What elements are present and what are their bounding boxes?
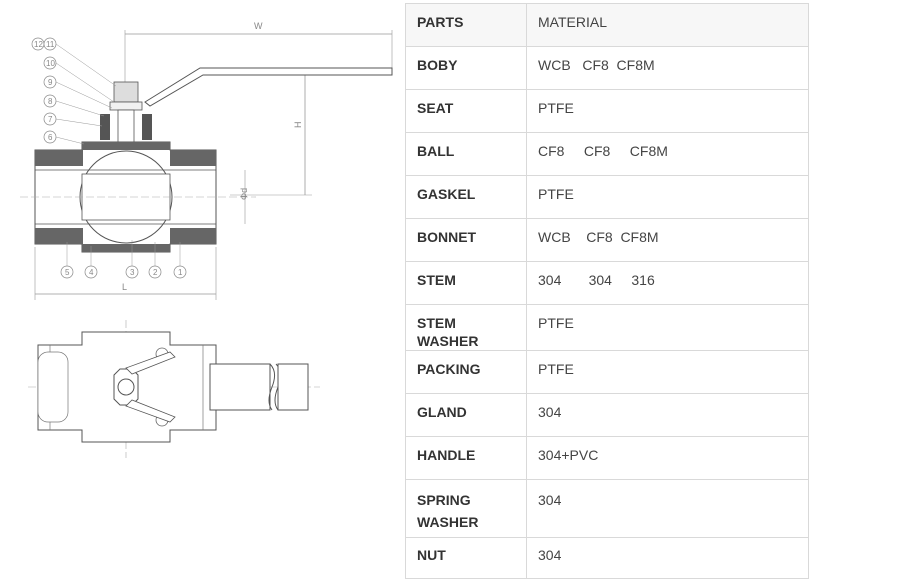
callout-5: 5 [65, 268, 70, 277]
bonnet-left [100, 114, 110, 140]
handle-lever [144, 67, 393, 107]
part-name: PACKING [405, 350, 527, 394]
callout-4: 4 [89, 268, 94, 277]
header-parts: PARTS [405, 3, 527, 47]
table-row: HANDLE 304+PVC [405, 436, 809, 480]
table-row: GASKEL PTFE [405, 175, 809, 219]
callout-12: 12 [34, 40, 43, 49]
table-row: NUT 304 [405, 537, 809, 579]
part-name: SEAT [405, 89, 527, 133]
part-material: 304 [526, 393, 809, 437]
callout-10: 10 [46, 59, 55, 68]
part-material: PTFE [526, 304, 809, 351]
part-name: BOBY [405, 46, 527, 90]
top-nut [113, 81, 139, 103]
part-material: WCB CF8 CF8M [526, 218, 809, 262]
part-name: STEM [405, 261, 527, 305]
h-dimension-label: H [293, 122, 303, 129]
part-name: GLAND [405, 393, 527, 437]
part-material: 304 [526, 479, 809, 538]
table-row: SPRING WASHER 304 [405, 479, 809, 538]
parts-material-table: PARTS MATERIAL BOBY WCB CF8 CF8M SEAT PT… [405, 3, 809, 579]
table-row: GLAND 304 [405, 393, 809, 437]
part-material: 304+PVC [526, 436, 809, 480]
part-material: 304 304 316 [526, 261, 809, 305]
callout-6: 6 [48, 133, 53, 142]
w-dimension-label: W [254, 21, 263, 31]
part-name: STEM WASHER [405, 304, 527, 351]
table-row: STEM WASHER PTFE [405, 304, 809, 351]
valve-technical-drawing: W H Φd L [20, 2, 400, 577]
header-material: MATERIAL [526, 3, 809, 47]
part-material: 304 [526, 537, 809, 579]
callouts-top: 12 11 10 9 8 7 6 [31, 37, 117, 145]
callout-2: 2 [153, 268, 158, 277]
part-name: SPRING WASHER [405, 479, 527, 538]
callout-1: 1 [178, 268, 183, 277]
table-header-row: PARTS MATERIAL [405, 3, 809, 47]
part-name: NUT [405, 537, 527, 579]
part-name: HANDLE [405, 436, 527, 480]
callout-3: 3 [130, 268, 135, 277]
part-name: GASKEL [405, 175, 527, 219]
part-name: BONNET [405, 218, 527, 262]
table-row: PACKING PTFE [405, 350, 809, 394]
part-material: WCB CF8 CF8M [526, 46, 809, 90]
part-material: PTFE [526, 350, 809, 394]
bonnet-right [142, 114, 152, 140]
part-material: CF8 CF8 CF8M [526, 132, 809, 176]
l-dimension-label: L [122, 282, 127, 292]
part-name: BALL [405, 132, 527, 176]
callout-7: 7 [48, 115, 53, 124]
table-row: BOBY WCB CF8 CF8M [405, 46, 809, 90]
valve-drawing-svg: W H Φd L [20, 21, 393, 458]
d-dimension-label: Φd [239, 188, 249, 200]
valve-top-view [28, 320, 320, 458]
callout-11: 11 [46, 40, 55, 49]
stem [117, 109, 135, 147]
table-row: SEAT PTFE [405, 89, 809, 133]
table-row: STEM 304 304 316 [405, 261, 809, 305]
callout-8: 8 [48, 97, 53, 106]
part-material: PTFE [526, 89, 809, 133]
part-material: PTFE [526, 175, 809, 219]
table-row: BALL CF8 CF8 CF8M [405, 132, 809, 176]
callouts-bottom: 5 4 3 2 1 [60, 240, 187, 279]
callout-9: 9 [48, 78, 53, 87]
table-row: BONNET WCB CF8 CF8M [405, 218, 809, 262]
